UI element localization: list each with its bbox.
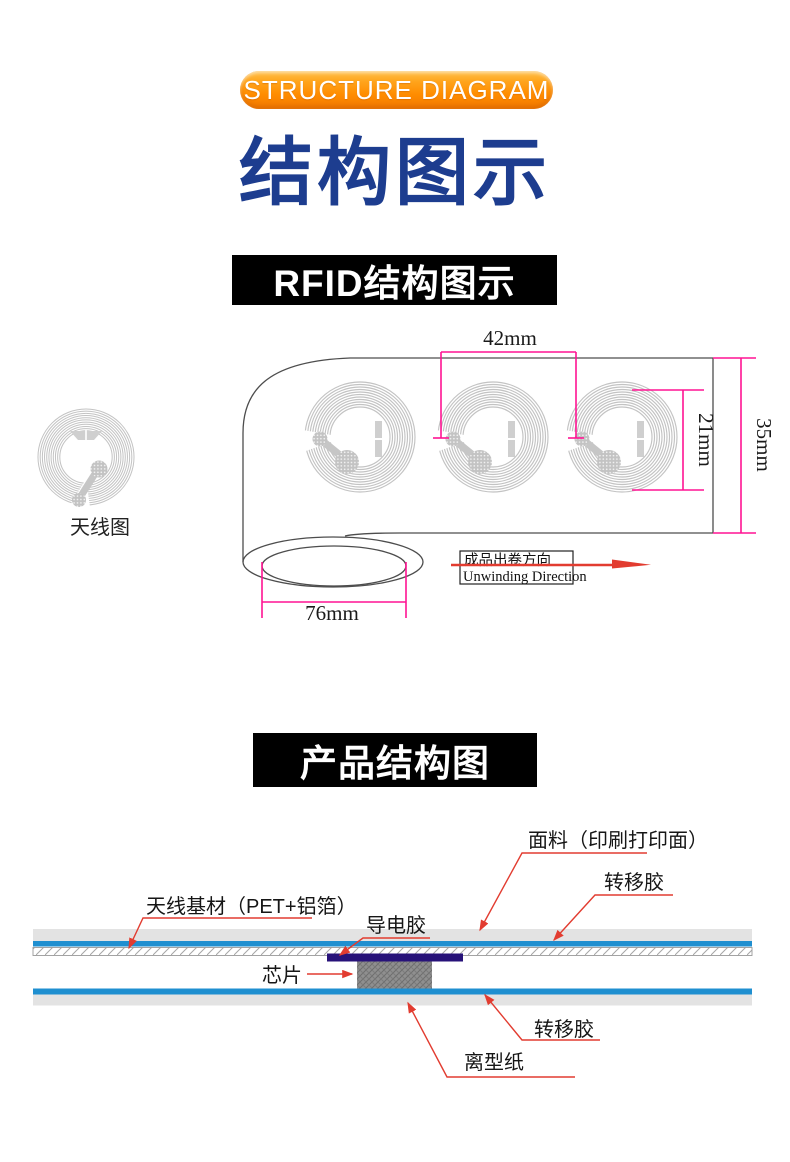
unwinding-arrow-icon (451, 559, 651, 569)
product-structure-diagram: 面料（印刷打印面） 转移胶 天线基材（PET+铝箔） 导电胶 芯片 转移胶 离型… (32, 829, 753, 1078)
rfid-roll-diagram: 天线图 42mm 21mm 35mm 76mm 成品出 (0, 326, 776, 625)
section-banner-rfid: RFID结构图示 (232, 255, 557, 305)
label-transfer-adhesive-top: 转移胶 (604, 871, 664, 894)
unwinding-direction-en: Unwinding Direction (463, 569, 587, 585)
badge-label: STRUCTURE DIAGRAM (243, 74, 550, 105)
antenna-coil-3 (565, 382, 677, 492)
dimension-lines (261, 351, 756, 618)
unwinding-direction-cn: 成品出卷方向 (464, 552, 551, 569)
section-banner-product: 产品结构图 (253, 733, 537, 787)
dimension-35mm: 35mm (752, 418, 776, 472)
layer-conductive-adhesive (327, 953, 463, 962)
page-title: 结构图示 (239, 131, 551, 214)
label-chip: 芯片 (262, 964, 302, 987)
rfid-banner-label: RFID结构图示 (273, 263, 516, 304)
label-face: 面料（印刷打印面） (528, 829, 708, 852)
leader-lines (128, 852, 673, 1078)
roll-core-outer-ellipse (242, 536, 424, 588)
label-conductive-adhesive: 导电胶 (366, 914, 426, 937)
layer-transfer-adhesive-top (33, 941, 752, 947)
label-antenna-substrate: 天线基材（PET+铝箔） (146, 895, 357, 918)
dimension-76mm: 76mm (305, 601, 359, 625)
antenna-diagram-label: 天线图 (70, 516, 130, 539)
layer-face (33, 929, 752, 941)
label-transfer-adhesive-bottom: 转移胶 (534, 1018, 594, 1041)
roll-core-inner-ellipse (261, 545, 407, 587)
layer-transfer-adhesive-bottom (33, 988, 752, 995)
dimension-21mm: 21mm (694, 413, 718, 467)
structure-diagram-badge: STRUCTURE DIAGRAM (240, 71, 553, 109)
label-release-paper: 离型纸 (464, 1051, 524, 1074)
unwinding-direction-box (459, 550, 574, 585)
antenna-coil-1 (303, 382, 415, 492)
dimension-42mm: 42mm (483, 326, 537, 350)
antenna-coil-2 (436, 382, 548, 492)
antenna-diagram (38, 409, 134, 507)
product-banner-label: 产品结构图 (300, 743, 490, 784)
layer-release-paper (33, 994, 752, 1006)
layer-chip (357, 961, 432, 989)
